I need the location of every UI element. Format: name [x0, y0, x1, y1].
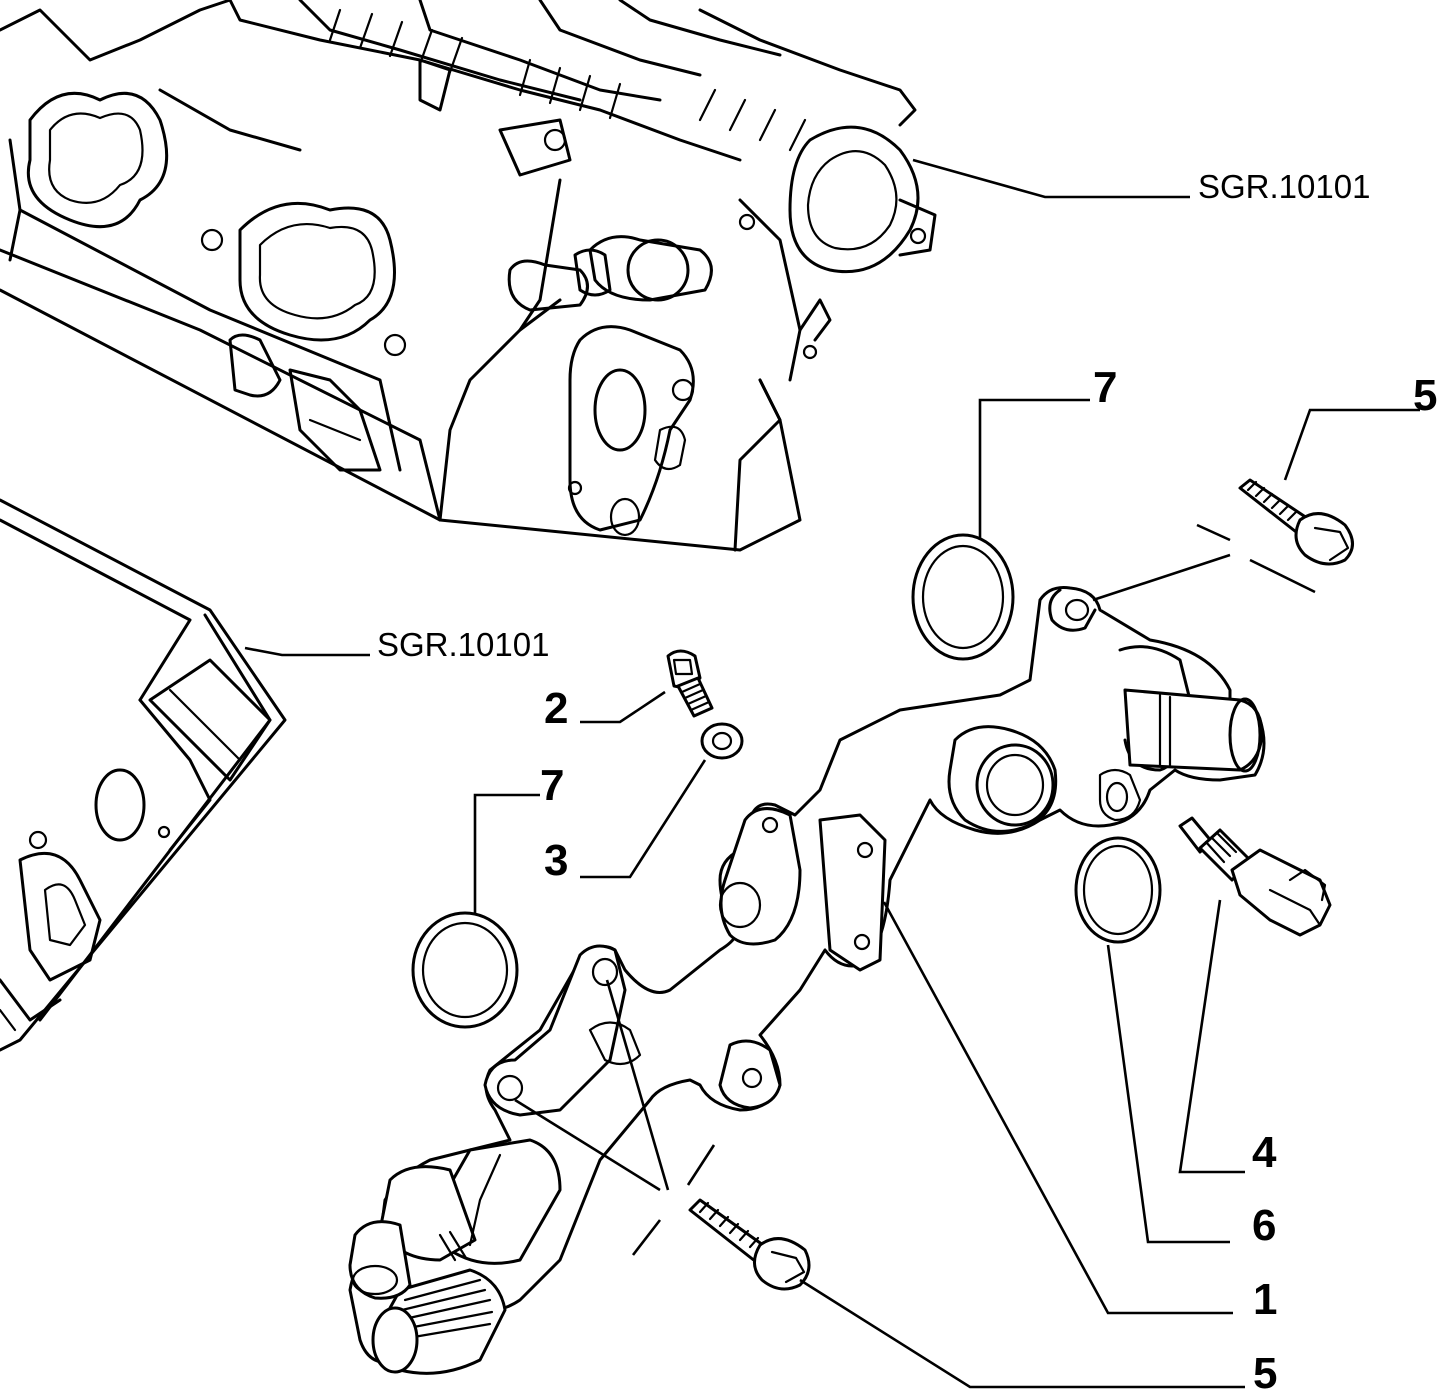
- reference-label-left: SGR.10101: [377, 626, 549, 663]
- callout-3: 3: [544, 836, 568, 885]
- callout-7-left: 7: [540, 761, 564, 810]
- reference-label-top: SGR.10101: [1198, 168, 1370, 205]
- callout-2: 2: [544, 684, 568, 733]
- callout-5-bottom: 5: [1253, 1349, 1277, 1390]
- callout-labels: SGR.10101 SGR.10101 7 5 2 7 3 4 6 1 5: [377, 168, 1437, 1390]
- screw-2: [666, 649, 714, 718]
- bolt-5-bottom: [688, 1198, 811, 1291]
- callout-7-top: 7: [1093, 363, 1117, 412]
- callout-5-top: 5: [1413, 371, 1437, 420]
- temperature-sensor-4: [1178, 816, 1332, 937]
- washer-3: [700, 722, 744, 760]
- leader-lines: [244, 158, 1420, 1389]
- bolt-5-top: [1238, 478, 1354, 566]
- callout-4: 4: [1252, 1128, 1277, 1177]
- o-ring-6: [1074, 836, 1162, 944]
- coolant-outlet-housing: [348, 586, 1266, 1375]
- callout-6: 6: [1252, 1201, 1276, 1250]
- callout-1: 1: [1253, 1275, 1277, 1324]
- gasket-7-left: [411, 911, 519, 1029]
- gasket-7-top: [911, 533, 1015, 661]
- cylinder-head-illustration: [0, 0, 937, 552]
- engine-block-illustration: [0, 498, 287, 1052]
